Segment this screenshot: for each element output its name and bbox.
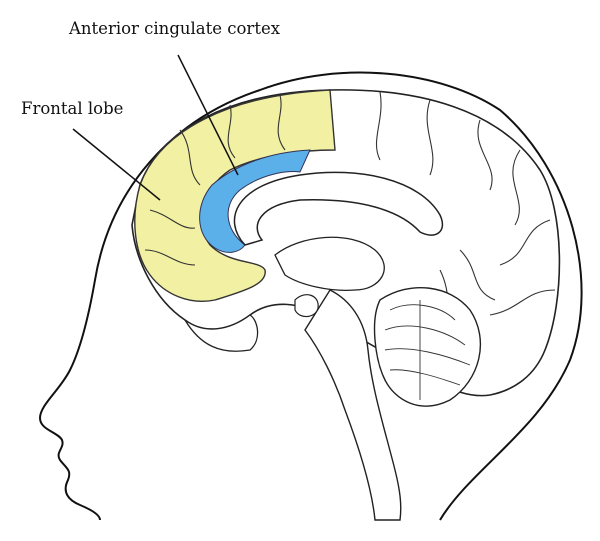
frontal-lobe-region	[134, 89, 336, 302]
brainstem	[304, 289, 402, 521]
corpus-callosum	[233, 171, 444, 246]
cerebellum	[373, 287, 482, 407]
pituitary	[294, 294, 319, 318]
anterior-cingulate-region	[199, 149, 311, 253]
frontal-lobe-label: Frontal lobe	[21, 99, 124, 118]
orbital-cortex	[184, 314, 259, 352]
acc-label: Anterior cingulate cortex	[69, 19, 281, 38]
cerebellum-folia	[384, 300, 471, 400]
frontal-leader-line	[72, 128, 161, 201]
acc-leader-line	[177, 54, 239, 176]
head-outline	[38, 71, 583, 521]
thalamus	[274, 236, 385, 291]
